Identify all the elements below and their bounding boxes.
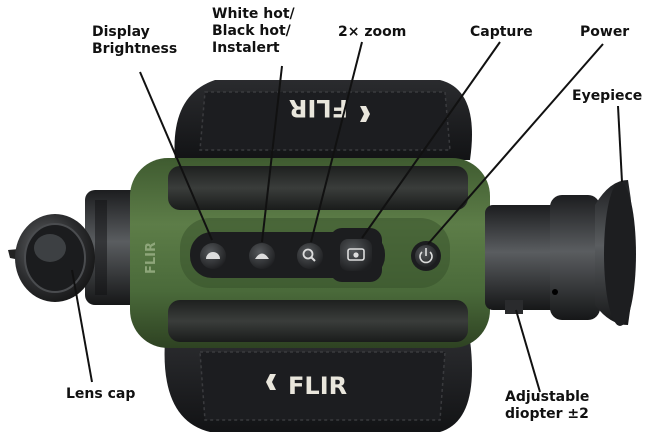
label-line: Instalert [212, 40, 280, 56]
leader-white-hot [261, 65, 283, 243]
diopter-ring [505, 300, 523, 314]
leader-eyepiece [617, 105, 623, 183]
label-line: 2× zoom [338, 24, 407, 40]
lens-cap [8, 214, 95, 302]
label-display-brightness: Display Brightness [92, 24, 177, 58]
label-diopter: Adjustable diopter ±2 [505, 389, 589, 423]
leader-zoom [310, 41, 363, 243]
label-zoom: 2× zoom [338, 24, 406, 41]
svg-text:FLIR: FLIR [144, 242, 159, 274]
top-strap [174, 80, 472, 160]
zoom-button[interactable] [297, 243, 323, 269]
logo-strap-bottom: FLIR [266, 372, 347, 400]
label-white-hot: White hot/ Black hot/ Instalert [212, 6, 295, 57]
label-line: Capture [470, 24, 533, 40]
logo-body-side: FLIR [144, 242, 159, 274]
label-power: Power [580, 24, 629, 41]
palette-button[interactable] [249, 243, 275, 269]
leader-diopter [515, 309, 541, 393]
label-line: White hot/ [212, 6, 295, 22]
label-line: Lens cap [66, 386, 136, 402]
eyepiece [595, 180, 636, 326]
leader-lens-cap [71, 269, 93, 383]
label-line: Brightness [92, 41, 178, 57]
power-button[interactable] [411, 241, 441, 271]
label-line: diopter ±2 [505, 406, 589, 422]
camera-icon [347, 248, 365, 261]
power-icon [419, 248, 433, 264]
eyepiece-tube [485, 195, 600, 320]
brightness-button[interactable] [200, 243, 226, 269]
label-line: Eyepiece [572, 88, 643, 104]
label-line: Adjustable [505, 389, 590, 405]
label-eyepiece: Eyepiece [572, 88, 642, 105]
label-capture: Capture [470, 24, 533, 41]
label-lens-cap: Lens cap [66, 386, 135, 403]
label-line: Black hot/ [212, 23, 291, 39]
logo-strap-top: FLIR [289, 94, 370, 122]
svg-text:FLIR: FLIR [288, 372, 347, 400]
palette-icon [255, 253, 269, 259]
leader-power [427, 43, 604, 245]
leader-display-brightness [139, 71, 213, 241]
bottom-strap [164, 340, 472, 432]
label-line: Power [580, 24, 630, 40]
leader-lines [71, 41, 623, 393]
half-sun-icon [206, 252, 220, 259]
capture-button[interactable] [340, 239, 372, 271]
leader-capture [361, 41, 501, 239]
magnifier-icon [302, 248, 316, 262]
svg-text:FLIR: FLIR [289, 94, 348, 122]
label-line: Display [92, 24, 150, 40]
